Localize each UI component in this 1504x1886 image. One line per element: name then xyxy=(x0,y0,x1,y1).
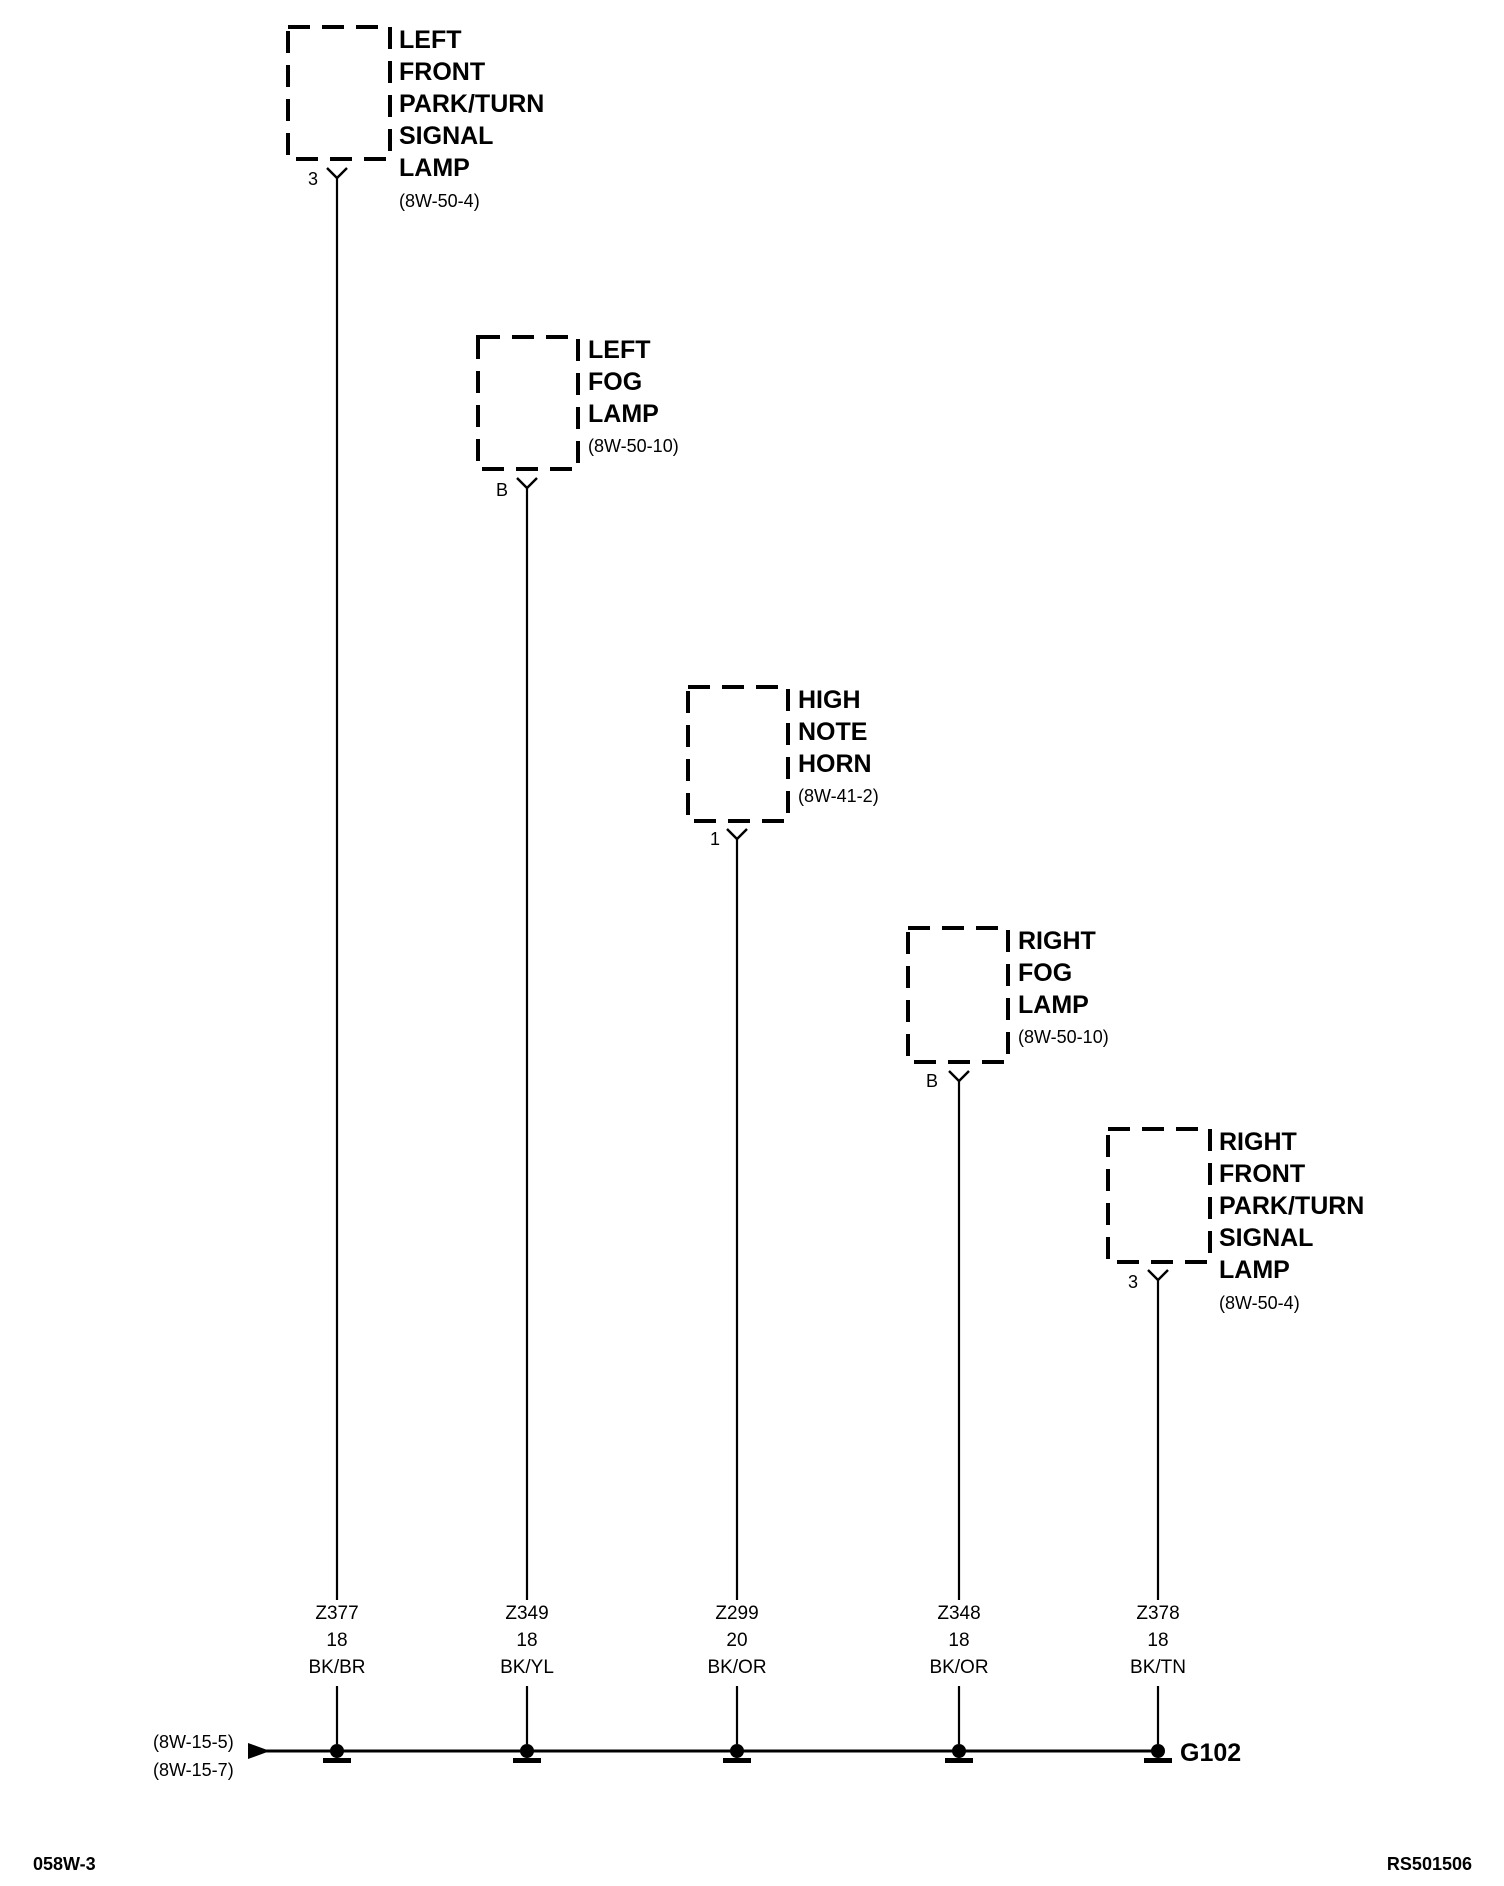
splice-base xyxy=(323,1758,351,1763)
component-box xyxy=(286,25,392,161)
source-ref: (8W-15-5) xyxy=(153,1732,234,1752)
component-name-line: LAMP xyxy=(1018,991,1089,1019)
wire-color: BK/OR xyxy=(929,1657,988,1678)
pin-label: B xyxy=(926,1071,938,1091)
splice-base xyxy=(723,1758,751,1763)
component-name-line: FRONT xyxy=(399,58,485,86)
component-name-line: RIGHT xyxy=(1018,927,1096,955)
wire-gauge: 20 xyxy=(726,1630,747,1651)
wire-code: Z349 xyxy=(505,1603,548,1624)
component-box xyxy=(476,335,580,471)
wire-color: BK/YL xyxy=(500,1657,554,1678)
component-name-line: PARK/TURN xyxy=(1219,1192,1364,1220)
component-name-line: LAMP xyxy=(399,154,470,182)
pin-label: 3 xyxy=(308,169,318,189)
component-ref: (8W-50-10) xyxy=(1018,1027,1109,1047)
component-name-line: HORN xyxy=(798,750,872,778)
wire-color: BK/BR xyxy=(308,1657,365,1678)
component-name-line: LEFT xyxy=(399,26,462,54)
wire-code: Z299 xyxy=(715,1603,758,1624)
component-name-line: FOG xyxy=(1018,959,1072,987)
component-box xyxy=(1106,1127,1212,1264)
component-name-line: SIGNAL xyxy=(399,122,493,150)
pin-label: 3 xyxy=(1128,1272,1138,1292)
wire-gauge: 18 xyxy=(326,1630,347,1651)
wire-code: Z377 xyxy=(315,1603,358,1624)
pin-label: B xyxy=(496,480,508,500)
source-ref: (8W-15-7) xyxy=(153,1760,234,1780)
component-name-line: NOTE xyxy=(798,718,867,746)
component-name-line: FRONT xyxy=(1219,1160,1305,1188)
connector-terminal-icon xyxy=(516,477,538,490)
component-left-front-park-turn-signal-lamp: LEFT FRONT PARK/TURN SIGNAL LAMP (8W-50-… xyxy=(286,25,544,1763)
component-right-front-park-turn-signal-lamp: RIGHT FRONT PARK/TURN SIGNAL LAMP (8W-50… xyxy=(1106,1127,1364,1763)
component-name-line: RIGHT xyxy=(1219,1128,1297,1156)
wire-code: Z348 xyxy=(937,1603,980,1624)
component-high-note-horn: HIGH NOTE HORN (8W-41-2) 1 Z299 20 BK/OR xyxy=(686,685,879,1763)
ground-bus: (8W-15-5) (8W-15-7) G102 xyxy=(153,1732,1241,1780)
connector-terminal-icon xyxy=(326,167,348,180)
connector-terminal-icon xyxy=(948,1070,970,1083)
wire-gauge: 18 xyxy=(516,1630,537,1651)
component-right-fog-lamp: RIGHT FOG LAMP (8W-50-10) B Z348 18 BK/O… xyxy=(906,926,1109,1763)
component-name-line: HIGH xyxy=(798,686,861,714)
component-ref: (8W-41-2) xyxy=(798,786,879,806)
splice-base xyxy=(945,1758,973,1763)
component-name-line: FOG xyxy=(588,368,642,396)
pin-label: 1 xyxy=(710,829,720,849)
wire-color: BK/TN xyxy=(1130,1657,1186,1678)
page-id: 058W-3 xyxy=(33,1854,96,1874)
drawing-id: RS501506 xyxy=(1387,1854,1472,1874)
component-left-fog-lamp: LEFT FOG LAMP (8W-50-10) B Z349 18 BK/YL xyxy=(476,335,679,1763)
wire-gauge: 18 xyxy=(1147,1630,1168,1651)
splice-base xyxy=(513,1758,541,1763)
wire-gauge: 18 xyxy=(948,1630,969,1651)
wire-code: Z378 xyxy=(1136,1603,1179,1624)
component-ref: (8W-50-10) xyxy=(588,436,679,456)
component-box xyxy=(906,926,1010,1064)
ground-label: G102 xyxy=(1180,1739,1241,1767)
connector-terminal-icon xyxy=(726,828,748,841)
component-name-line: LAMP xyxy=(588,400,659,428)
component-box xyxy=(686,685,790,823)
component-name-line: SIGNAL xyxy=(1219,1224,1313,1252)
component-ref: (8W-50-4) xyxy=(399,191,480,211)
component-ref: (8W-50-4) xyxy=(1219,1293,1300,1313)
component-name-line: LEFT xyxy=(588,336,651,364)
splice-base xyxy=(1144,1758,1172,1763)
wire-color: BK/OR xyxy=(707,1657,766,1678)
component-name-line: PARK/TURN xyxy=(399,90,544,118)
component-name-line: LAMP xyxy=(1219,1256,1290,1284)
connector-terminal-icon xyxy=(1147,1269,1169,1282)
